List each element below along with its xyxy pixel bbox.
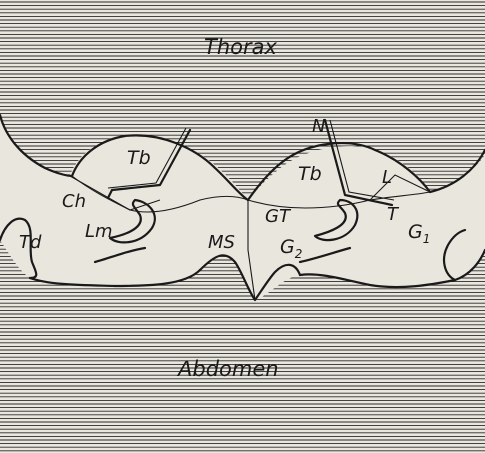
right-hook-base — [300, 248, 350, 262]
label-tb-left: Tb — [127, 147, 151, 169]
label-abdomen: Abdomen — [176, 357, 279, 381]
right-rod — [325, 120, 392, 205]
left-joint-lower — [72, 176, 248, 212]
label-thorax: Thorax — [204, 35, 277, 59]
label-n: N — [312, 116, 325, 137]
right-lobe-g1 — [444, 230, 485, 280]
thorax-hatching — [0, 2, 485, 193]
label-g1: G1 — [408, 221, 430, 246]
label-tb-right: Tb — [298, 163, 322, 185]
label-g2: G2 — [280, 236, 302, 261]
label-td: Td — [19, 232, 42, 253]
abdomen-outline — [30, 270, 200, 286]
label-l: L — [382, 167, 392, 188]
ms-divider — [248, 200, 255, 300]
label-t: T — [387, 204, 400, 225]
label-ms: MS — [208, 232, 235, 253]
left-hook-base — [95, 248, 145, 262]
label-gt: GT — [265, 206, 292, 227]
left-hook — [110, 200, 155, 242]
label-lm: Lm — [85, 221, 113, 242]
label-ch: Ch — [62, 191, 86, 212]
